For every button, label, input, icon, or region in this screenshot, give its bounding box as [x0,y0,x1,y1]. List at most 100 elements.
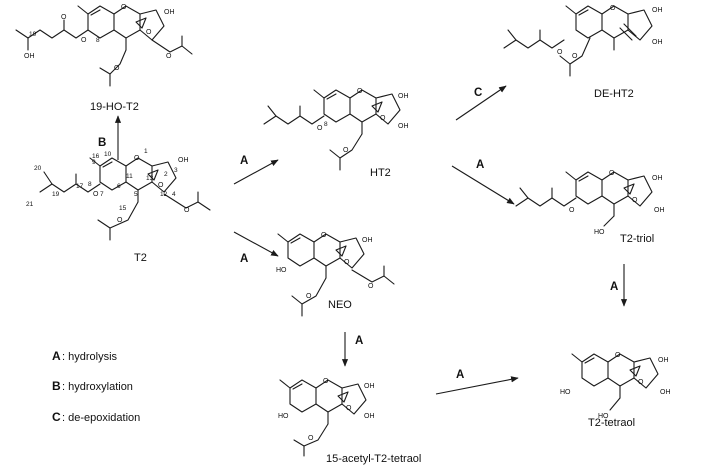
atom-number: 8 [324,121,328,128]
atom-label: O [61,14,67,21]
compound-t2-tetraol: O OH O OH HO HO T2-tetraol [560,352,671,429]
atom-number: 19 [52,191,60,198]
atom-number: 20 [34,165,42,172]
atom-label: O [81,37,87,44]
atom-label: HO [598,413,609,420]
compound-name: T2 [134,252,147,264]
atom-number: 3 [174,167,178,174]
compound-name: T2-triol [620,233,654,245]
arrow-acetyl-tetraol-to-t2-tetraol [435,376,519,395]
atom-label: O [121,4,127,11]
arrow-ht2-to-t2-triol [451,165,515,205]
legend-key-b: B [52,379,61,393]
atom-label: O [569,207,575,214]
atom-number: 5 [134,191,138,198]
atom-label: O [158,182,164,189]
atom-number: 6 [117,183,121,190]
step-label-a: A [240,253,248,265]
atom-number: 8 [88,181,92,188]
atom-label: O [146,29,152,36]
atom-label: O [380,115,386,122]
atom-label: OH [658,357,669,364]
atom-number: 16 [92,153,100,160]
atom-label: O [166,53,172,60]
step-label-c: C [474,87,482,99]
atom-label: HO [560,389,571,396]
atom-label: O [184,207,190,214]
atom-label: OH [362,237,373,244]
step-label-b: B [98,137,106,149]
compound-name: 15-acetyl-T2-tetraol [326,453,421,465]
step-label-a: A [476,159,484,171]
compound-19-ho-t2: O OH O O O OH 19 8 O O 19-HO-T2 [15,4,193,113]
step-label-a: A [240,155,248,167]
atom-label: O [93,191,99,198]
arrow-t2-to-ht2 [233,159,279,185]
atom-label: O [323,378,329,385]
step-label-a: A [456,369,464,381]
atom-label: O [308,435,314,442]
legend-text-a: : hydrolysis [62,351,118,363]
compound-de-ht2: O OH OH O O DE-HT2 [503,5,663,100]
atom-label: O [117,217,123,224]
compound-name: DE-HT2 [594,88,634,100]
compound-name: HT2 [370,167,391,179]
compound-ht2: O OH O OH O 8 O HT2 [263,88,409,179]
atom-label: O [344,259,350,266]
step-label-a: A [355,335,363,347]
atom-label: O [638,379,644,386]
arrow-ht2-to-de-ht2 [455,85,507,121]
compound-neo: O OH O HO O O NEO [276,232,395,317]
compound-name: NEO [328,299,352,311]
atom-number: 10 [104,151,112,158]
atom-label: O [346,405,352,412]
atom-label: O [357,88,363,95]
compound-t2-triol: O OH O OH O HO T2-triol [515,170,665,245]
atom-number: 15 [119,205,127,212]
arrow-t2-to-neo [233,231,279,257]
atom-label: O [557,49,563,56]
atom-label: HO [278,413,289,420]
compound-t2: O OH O O O O 1 2 3 4 5 6 7 8 9 10 11 12 … [26,148,211,264]
compound-15-acetyl-t2-tetraol: O OH O OH HO O 15-acetyl-T2-tetraol [278,378,421,465]
atom-number: 19 [29,31,37,38]
compound-name: 19-HO-T2 [90,101,139,113]
atom-label: OH [654,207,665,214]
atom-number: 13 [146,175,154,182]
legend-key-a: A [52,349,61,363]
atom-label: HO [276,267,287,274]
atom-label: O [609,170,615,177]
atom-number: 1 [144,148,148,155]
legend-key-c: C [52,410,61,424]
atom-label: O [321,232,327,239]
atom-label: O [134,155,140,162]
legend: A : hydrolysis B : hydroxylation C : de-… [52,349,140,424]
atom-label: O [572,53,578,60]
atom-number: 8 [96,37,100,44]
atom-label: OH [164,9,175,16]
atom-label: O [632,197,638,204]
atom-number: 11 [126,173,133,180]
atom-label: OH [364,413,375,420]
atom-label: O [306,293,312,300]
atom-number: 2 [164,171,168,178]
atom-label: OH [364,383,375,390]
atom-label: O [368,283,374,290]
atom-label: HO [594,229,605,236]
atom-number: 12 [160,191,168,198]
atom-label: OH [660,389,671,396]
atom-label: OH [652,175,663,182]
atom-label: OH [24,53,35,60]
atom-label: OH [398,123,409,130]
legend-text-b: : hydroxylation [62,381,133,393]
compound-name: T2-tetraol [588,417,635,429]
atom-number: 9 [92,159,96,166]
atom-number: 17 [76,183,84,190]
atom-label: OH [398,93,409,100]
atom-label: OH [652,7,663,14]
atom-number: 21 [26,201,34,208]
atom-label: O [343,147,349,154]
atom-number: 7 [100,191,104,198]
atom-label: OH [652,39,663,46]
